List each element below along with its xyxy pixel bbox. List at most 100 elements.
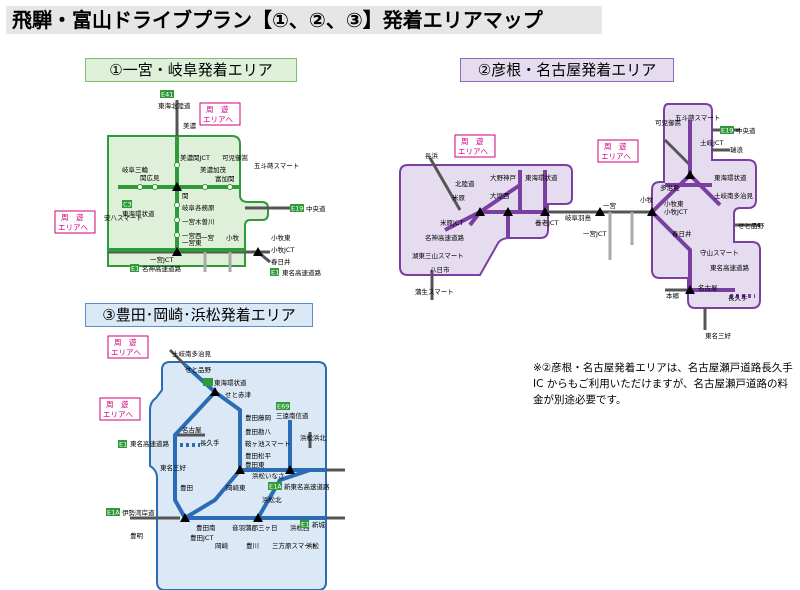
label-toyotaminami: 豊田南: [196, 523, 216, 532]
label-isewangan: 伊勢湾岸道: [122, 508, 155, 517]
label-toyota-e1a-ise: E1A: [107, 509, 120, 517]
label-tomika: 富加関: [215, 174, 235, 183]
panel-title-gifu: ①一宮・岐阜発着エリア: [85, 58, 297, 82]
circuit-box-nagoya-right: 周 遊 エリアへ: [597, 139, 639, 163]
label-hamamatsu: 浜松: [306, 541, 320, 550]
svg-text:エリアへ: エリアへ: [58, 223, 88, 232]
map-nagoya: 長浜 北陸道 米原 米原JCT 名神高速道路 湖東三山スマート 八日市 蒲生スマ…: [399, 103, 765, 340]
svg-text:エリアへ: エリアへ: [458, 147, 488, 156]
svg-text:エリアへ: エリアへ: [203, 115, 233, 124]
map-gifu: E41 東海北陸道 美濃 美濃関JCT 関 岐阜各務原 一宮木曽川 一宮西 一宮…: [54, 90, 326, 277]
svg-text:周 遊: 周 遊: [604, 141, 627, 151]
panel-title-nagoya: ②彦根・名古屋発着エリア: [460, 58, 674, 82]
toyota-area: [149, 361, 327, 590]
label-toyota-nagakute: 長久手: [200, 438, 220, 447]
circuit-box-nagoya-left: 周 遊 エリアへ: [454, 134, 496, 158]
label-dohki: 土岐JCT: [700, 138, 723, 147]
svg-text:周 遊: 周 遊: [61, 212, 84, 222]
label-mikawa: 三ヶ日: [258, 524, 278, 532]
label-nagoya-komakijct: 小牧JCT: [664, 207, 687, 216]
label-okazaki: 岡崎東: [226, 483, 246, 492]
label-mizunami: 瑞浪: [730, 145, 744, 154]
label-toyotafujioka: 豊田藤岡: [245, 413, 271, 422]
circuit-box-toyota-left: 周 遊 エリアへ: [99, 397, 141, 421]
label-shinmei: 新東名高速道路: [284, 482, 330, 491]
label-nagoya-tokaikanjo2: 東海環状道: [714, 173, 747, 182]
label-nagoya-kohigashi: 小牧東: [664, 199, 684, 208]
label-toyotamatsudaira: 豊田松平: [245, 451, 272, 460]
label-toyota-e1b: E1: [301, 521, 309, 529]
label-e41: E41: [161, 91, 173, 99]
label-nagahama: 長浜: [425, 151, 439, 160]
label-yokaichi: 八日市: [430, 265, 450, 274]
label-sekihiro: 関広見: [140, 173, 160, 182]
label-maibara: 米原: [452, 193, 466, 202]
label-gotemba: 鞍ヶ池スマート: [245, 439, 290, 448]
label-kohigashi: 小牧東: [271, 233, 291, 242]
label-toki: 五斗蒔スマート: [254, 161, 299, 170]
label-toyota-e1: E1: [119, 441, 127, 449]
label-tomeimiyoshi: 東名三好: [705, 331, 732, 340]
label-c3: C3: [123, 201, 132, 209]
label-minoseki: 美濃関JCT: [180, 153, 210, 162]
label-komakijct: 小牧JCT: [271, 245, 294, 254]
label-toyota-e1a: E1A: [269, 483, 282, 491]
label-seki: 関: [182, 192, 189, 200]
label-yasu: 安八スマート: [104, 213, 143, 222]
panel-title-toyota: ③豊田･岡崎･浜松発着エリア: [85, 303, 313, 327]
label-nagoya-ichinomiyajct: 一宮JCT: [583, 229, 606, 238]
label-hamamatsunishiiic: 三方原スマート: [272, 541, 317, 550]
label-mino: 美濃: [183, 121, 197, 130]
label-toyotajct: 豊田JCT: [190, 533, 213, 542]
label-okazakiic: 岡崎: [215, 541, 229, 550]
label-gifu-e1b: E1: [271, 269, 279, 277]
label-gifukakamigahara: 岐阜各務原: [182, 203, 215, 212]
label-kotohigashiomi: 湖東三山スマート: [412, 251, 464, 260]
label-minokamo: 美濃加茂: [200, 165, 227, 174]
svg-text:周 遊: 周 遊: [206, 104, 229, 114]
label-moriyama: 守山スマート: [700, 248, 739, 257]
label-chuo: 中央道: [306, 204, 326, 213]
svg-text:エリアへ: エリアへ: [601, 152, 631, 161]
label-hamamatsuhamakita: 浜松浜北: [300, 433, 327, 442]
nagoya-area: [399, 164, 573, 276]
label-ichinomiyahigashi: 一宮東: [182, 238, 202, 247]
label-gifuyamagata: 岐阜三輪: [122, 165, 149, 174]
label-hokuriku: 北陸道: [455, 179, 475, 188]
label-toyota-sesto: せと品野: [185, 366, 212, 374]
label-nagakute: 長久手: [728, 293, 748, 302]
label-ichinomiyanishi: 一宮西: [182, 231, 202, 240]
label-nagoya-tokaikanjo: 東海環状道: [525, 173, 558, 182]
circuit-box-gifu-left: 周 遊 エリアへ: [54, 210, 96, 234]
label-nagoya-komaki: 小牧: [640, 195, 654, 204]
label-shinshiro: 新城: [312, 520, 326, 529]
svg-text:周 遊: 周 遊: [114, 337, 137, 347]
label-maibarajct: 米原JCT: [440, 218, 463, 227]
label-hamamatsuinasa: 浜松いなさ: [252, 471, 285, 480]
note-text: ※②彦根・名古屋発着エリアは、名古屋瀬戸道路長久手 IC からもご利用いただけま…: [533, 362, 793, 406]
label-tokiminami: 土岐南多治見: [172, 349, 212, 358]
label-kanidamake: 可児御嵩: [655, 118, 682, 127]
label-toyota-nagoya: 名古屋: [182, 425, 202, 434]
label-nagoya-ichinomiya: 一宮: [603, 201, 616, 210]
circuit-box-toyota-top: 周 遊 エリアへ: [107, 335, 149, 359]
label-otowagamagori: 音羽蒲郡: [232, 523, 259, 532]
svg-text:エリアへ: エリアへ: [111, 348, 141, 357]
label-nagoya-chuo: 中央道: [736, 126, 756, 135]
label-ichinomiyatomiyoshi: 一宮木曽川: [182, 217, 215, 226]
label-nagoya-kasugai: 春日井: [672, 229, 692, 238]
label-gifu-e1: E1: [131, 265, 139, 273]
label-gotomaki: 五斗蒔スマート: [675, 113, 720, 122]
label-tokaihoku: 東海北陸道: [158, 101, 191, 110]
label-toyotaic: 豊田: [180, 483, 193, 492]
svg-text:周 遊: 周 遊: [106, 399, 129, 409]
gifu-area: [107, 135, 269, 267]
label-toyota-tokaikanjo: 東海環状道: [214, 378, 247, 387]
label-nagoya-tomei: 東名高速道路: [710, 263, 750, 272]
label-hamamatsukita: 浜松北: [262, 495, 282, 504]
label-ono: 大野神戸: [490, 173, 517, 182]
label-meishin: 名神高速道路: [142, 264, 182, 273]
label-e19: E19: [291, 205, 303, 213]
label-tokaikanjo: 東海環状道: [122, 209, 155, 218]
